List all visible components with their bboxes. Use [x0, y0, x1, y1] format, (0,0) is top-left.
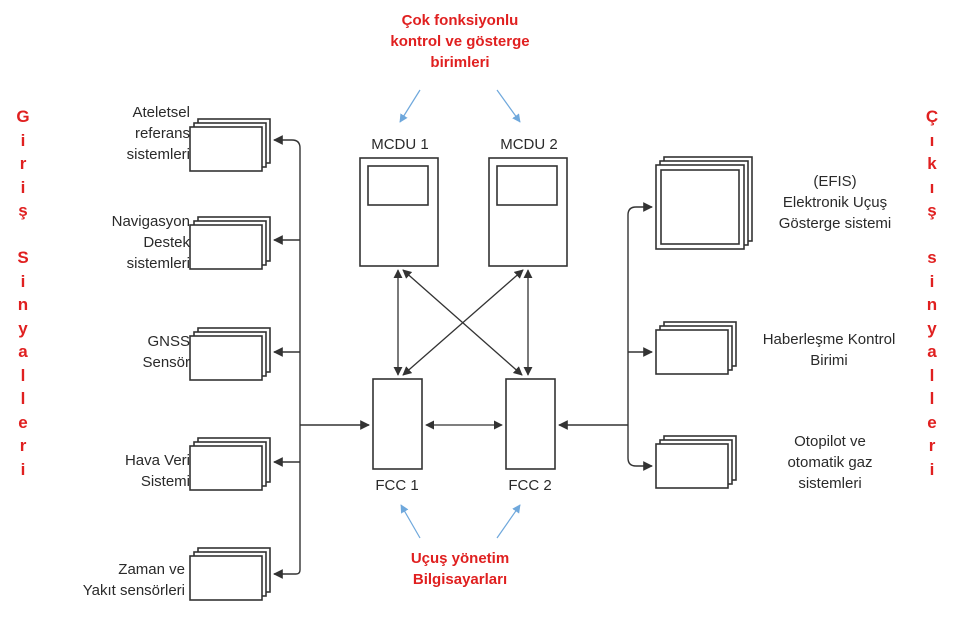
input-box-4	[189, 437, 271, 491]
output-label-efis: (EFIS) Elektronik Uçuş Gösterge sistemi	[778, 173, 892, 232]
vertical-letter: r	[928, 436, 936, 455]
input-label-inertial: Ateletsel referans sistemleri	[126, 104, 190, 163]
vertical-letter: ş	[927, 201, 937, 220]
mcdu-fcc-links	[393, 269, 533, 430]
vertical-letter: y	[18, 318, 28, 338]
vertical-letter: i	[20, 130, 26, 150]
mcdu-1-box	[359, 157, 439, 267]
vertical-letter: s	[927, 248, 937, 267]
output-bus	[558, 202, 653, 471]
vertical-letter: r	[19, 154, 27, 173]
vertical-gap	[920, 223, 944, 247]
vertical-letter: ş	[18, 201, 28, 220]
vertical-letter: r	[19, 436, 27, 455]
vertical-letter: e	[18, 412, 28, 432]
fcc-1-box	[372, 378, 423, 470]
output-box-efis	[655, 156, 753, 250]
fcc-2-label: FCC 2	[508, 477, 552, 494]
input-box-5	[189, 547, 271, 601]
vertical-letter: n	[17, 295, 29, 314]
vertical-letter: l	[929, 389, 935, 408]
input-label-gnss: GNSS Sensör	[142, 333, 190, 371]
vertical-letter: Ç	[925, 107, 939, 126]
output-box-comm	[655, 321, 737, 375]
fmc-group-title: Uçuş yönetim Bilgisayarları	[410, 550, 510, 588]
fcc-1-label: FCC 1	[375, 477, 419, 494]
input-label-air-data: Hava Veri Sistemi	[124, 452, 190, 490]
input-label-navigation: Navigasyon Destek sistemleri	[111, 213, 190, 272]
vertical-letter: y	[927, 318, 937, 338]
vertical-letter: ı	[929, 177, 935, 197]
vertical-letter: l	[20, 389, 26, 408]
vertical-letter: i	[929, 271, 935, 291]
vertical-letter: i	[20, 177, 26, 197]
input-label-time-fuel: Zaman ve Yakıt sensörleri	[82, 561, 185, 599]
input-box-1	[189, 118, 271, 172]
vertical-letter: a	[18, 342, 28, 361]
vertical-letter: e	[927, 412, 937, 432]
vertical-letter: S	[17, 248, 29, 267]
vertical-letter: a	[927, 342, 937, 361]
output-label-autopilot: Otopilot ve otomatik gaz sistemleri	[787, 433, 873, 492]
vertical-letter: l	[929, 365, 935, 385]
vertical-letter: i	[20, 459, 26, 479]
fcc-2-box	[505, 378, 556, 470]
vertical-letter: ı	[929, 130, 935, 150]
vertical-letter: k	[927, 154, 937, 173]
output-box-autopilot	[655, 435, 737, 489]
output-label-comm: Haberleşme Kontrol Birimi	[762, 331, 896, 369]
input-box-3	[189, 327, 271, 381]
vertical-letter: i	[20, 271, 26, 291]
mcdu-1-label: MCDU 1	[371, 136, 429, 153]
vertical-letter: l	[20, 365, 26, 385]
label-pointers	[399, 89, 521, 539]
vertical-letter: i	[929, 459, 935, 479]
mcdu-group-title: Çok fonksiyonlu kontrol ve gösterge biri…	[390, 12, 530, 71]
mcdu-2-label: MCDU 2	[500, 136, 558, 153]
vertical-letter: G	[16, 107, 30, 126]
input-box-2	[189, 216, 271, 270]
mcdu-2-box	[488, 157, 568, 267]
vertical-letter: n	[926, 295, 938, 314]
input-bus	[273, 135, 370, 579]
vertical-gap	[11, 223, 35, 247]
